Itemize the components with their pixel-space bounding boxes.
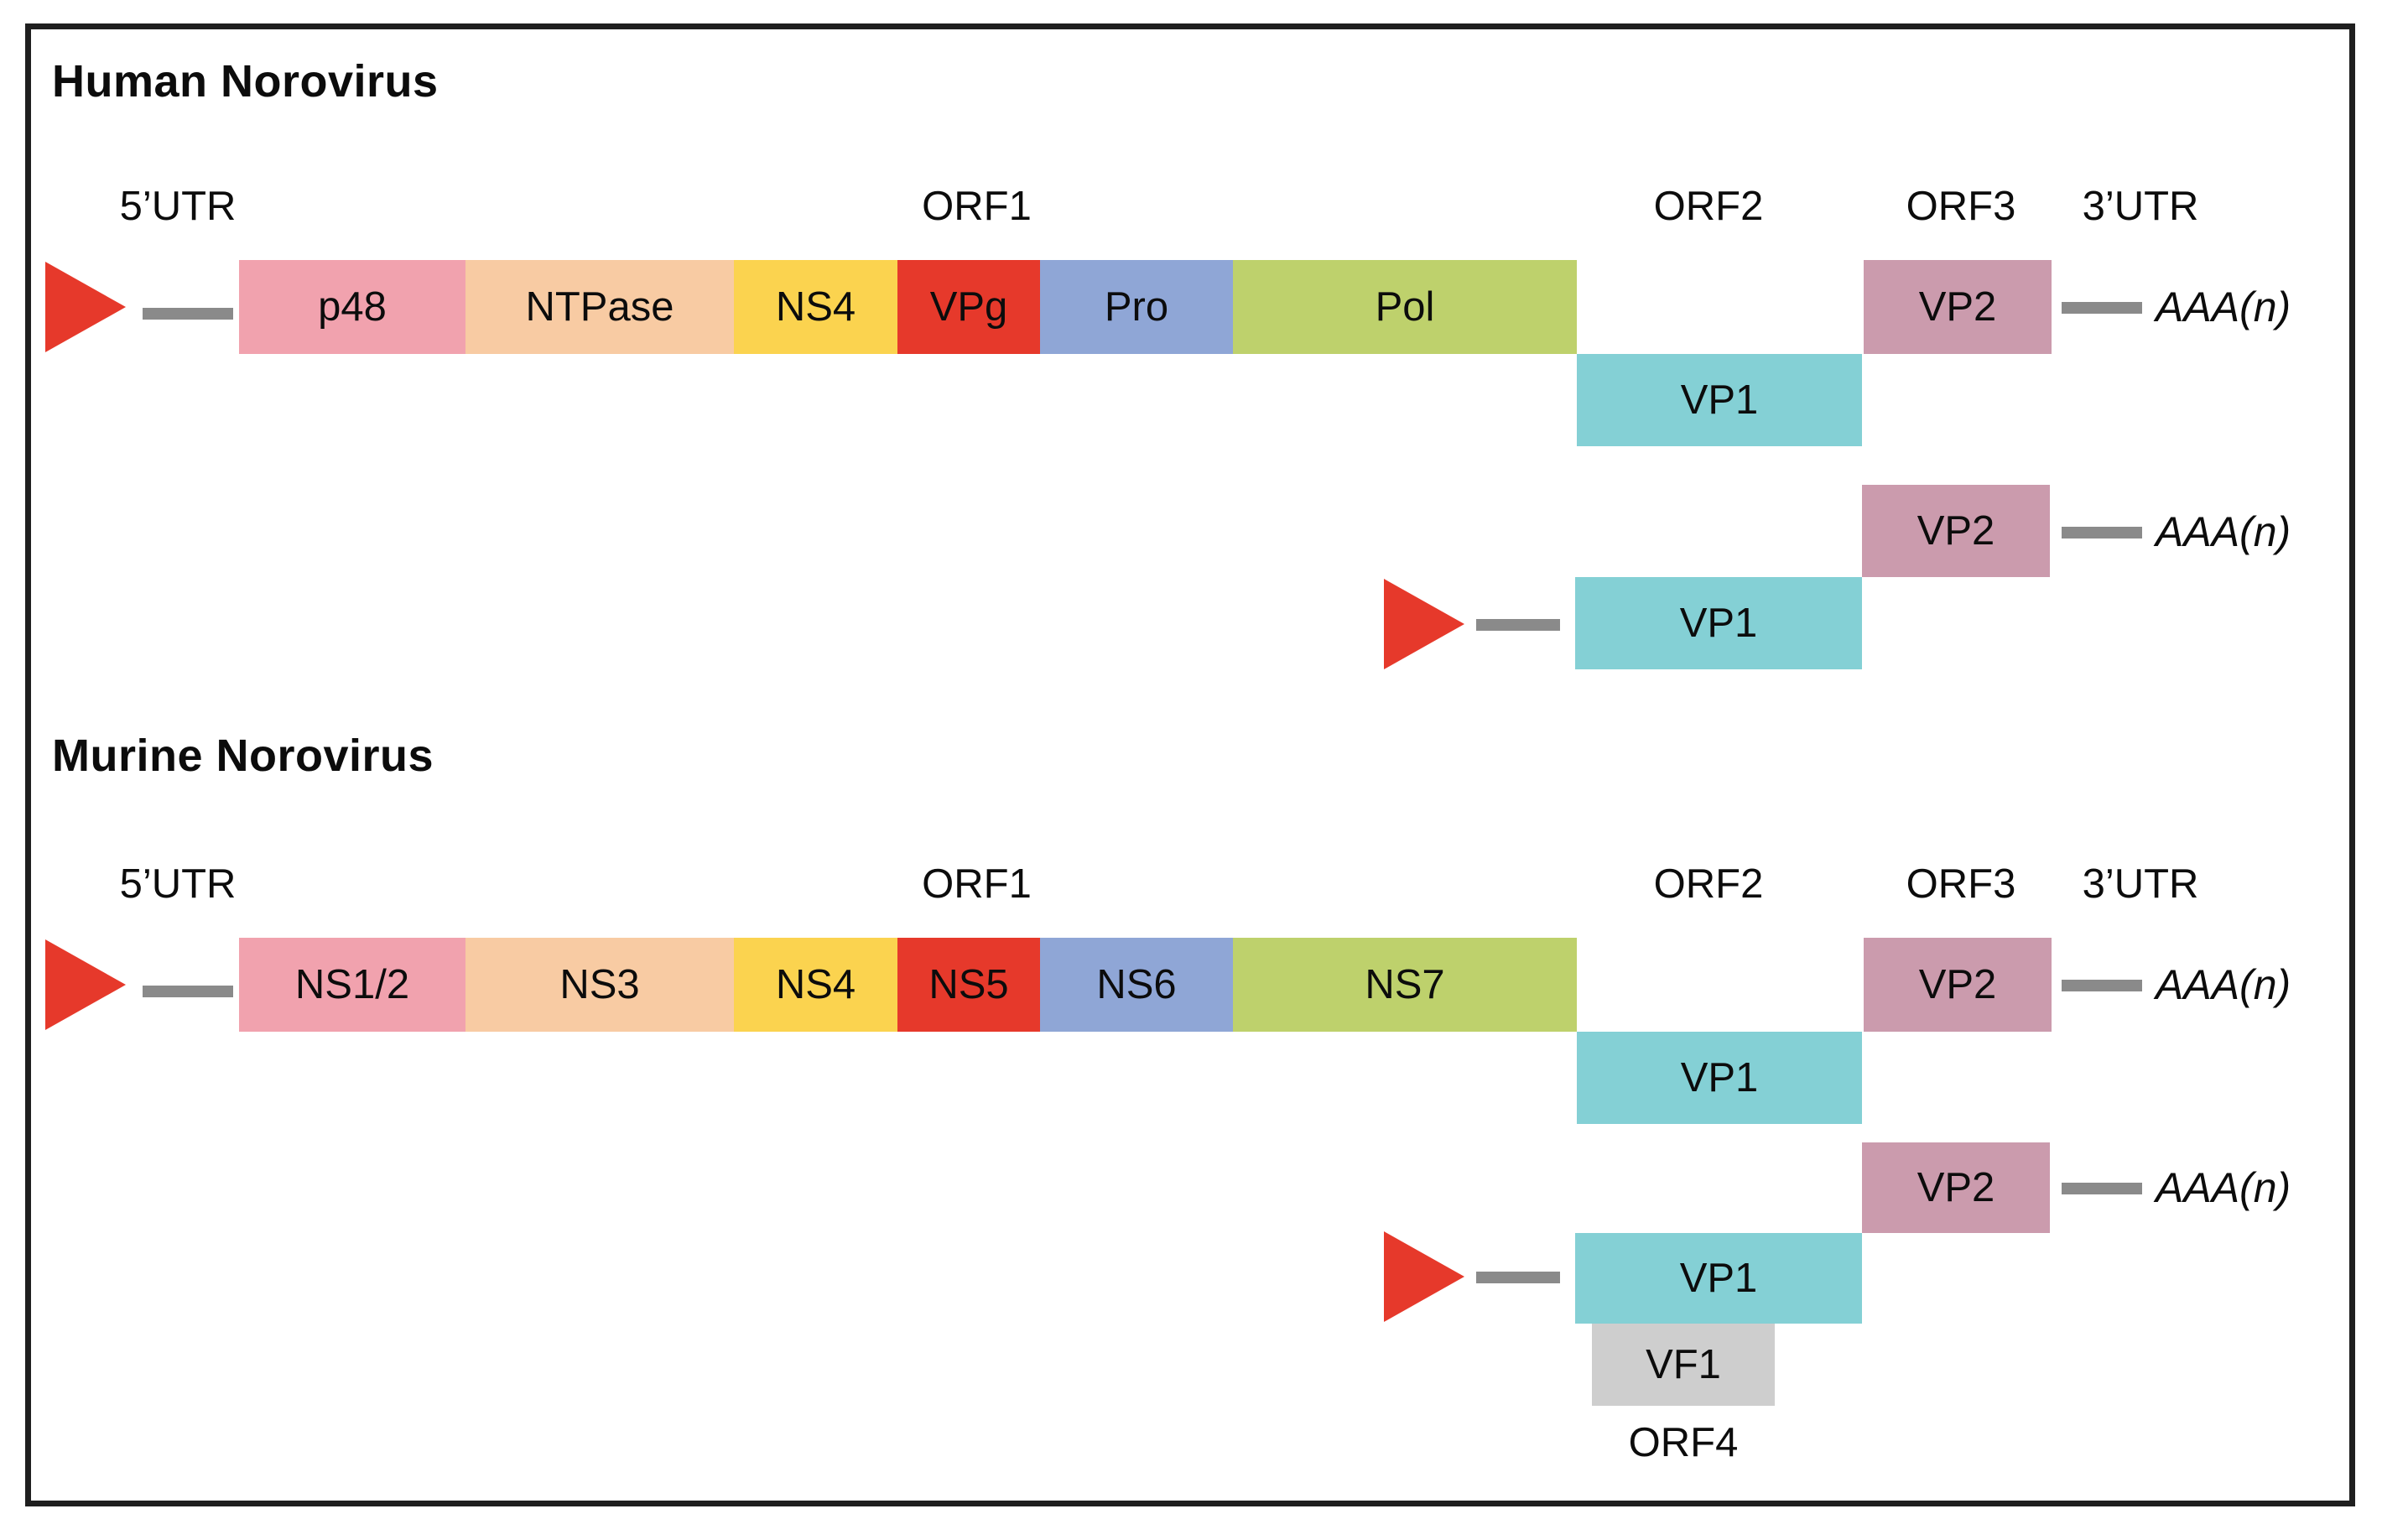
gene-box-ns12: NS1/2: [239, 938, 465, 1032]
murine-genomic-vp2-box: VP2: [1864, 938, 2052, 1032]
murine-genomic-5utr-line: [143, 986, 233, 997]
murine-5utr-label: 5’UTR: [119, 861, 237, 907]
human-orf2-label: ORF2: [1653, 184, 1764, 229]
human-subgenomic-5utr-line: [1476, 619, 1560, 631]
human-subgenomic-vpg-arrow-icon: [1384, 579, 1464, 669]
murine-orf3-label: ORF3: [1906, 861, 2016, 907]
human-orf3-label: ORF3: [1906, 184, 2016, 229]
human-norovirus-title: Human Norovirus: [52, 56, 439, 107]
gene-box-ns4-human: NS4: [734, 260, 897, 354]
murine-subgenomic-vp1-box: VP1: [1575, 1233, 1862, 1324]
gene-box-pol: Pol: [1233, 260, 1577, 354]
gene-box-ns4-murine: NS4: [734, 938, 897, 1032]
murine-norovirus-title: Murine Norovirus: [52, 731, 434, 781]
human-genomic-polya-label: AAA(n): [2156, 284, 2291, 330]
murine-genomic-vp1-box: VP1: [1577, 1032, 1862, 1124]
human-5utr-label: 5’UTR: [119, 184, 237, 229]
gene-box-vpg: VPg: [897, 260, 1040, 354]
murine-orf4-label: ORF4: [1628, 1420, 1739, 1465]
murine-orf2-label: ORF2: [1653, 861, 1764, 907]
human-orf1-label: ORF1: [922, 184, 1032, 229]
murine-subgenomic-vp2-box: VP2: [1862, 1142, 2050, 1233]
murine-orf1-label: ORF1: [922, 861, 1032, 907]
human-genomic-5utr-line: [143, 308, 233, 320]
human-subgenomic-vp1-box: VP1: [1575, 577, 1862, 669]
murine-genomic-3utr-line: [2062, 980, 2142, 991]
human-genomic-vp1-box: VP1: [1577, 354, 1862, 446]
murine-3utr-label: 3’UTR: [2082, 861, 2199, 907]
human-subgenomic-polya-label: AAA(n): [2156, 508, 2291, 555]
human-subgenomic-vp2-box: VP2: [1862, 485, 2050, 577]
murine-subgenomic-5utr-line: [1476, 1272, 1560, 1283]
human-genomic-3utr-line: [2062, 302, 2142, 314]
gene-box-ntpase: NTPase: [465, 260, 734, 354]
gene-box-p48: p48: [239, 260, 465, 354]
murine-subgenomic-polya-label: AAA(n): [2156, 1164, 2291, 1211]
murine-subgenomic-vpg-arrow-icon: [1384, 1231, 1464, 1322]
human-subgenomic-3utr-line: [2062, 527, 2142, 538]
murine-subgenomic-3utr-line: [2062, 1183, 2142, 1194]
gene-box-ns5: NS5: [897, 938, 1040, 1032]
human-3utr-label: 3’UTR: [2082, 184, 2199, 229]
gene-box-pro: Pro: [1040, 260, 1233, 354]
gene-box-ns7: NS7: [1233, 938, 1577, 1032]
gene-box-ns6: NS6: [1040, 938, 1233, 1032]
murine-vf1-box: VF1: [1592, 1324, 1775, 1406]
murine-genomic-vpg-arrow-icon: [45, 939, 126, 1030]
murine-genomic-polya-label: AAA(n): [2156, 961, 2291, 1008]
gene-box-ns3: NS3: [465, 938, 734, 1032]
human-genomic-vpg-arrow-icon: [45, 262, 126, 352]
human-genomic-vp2-box: VP2: [1864, 260, 2052, 354]
